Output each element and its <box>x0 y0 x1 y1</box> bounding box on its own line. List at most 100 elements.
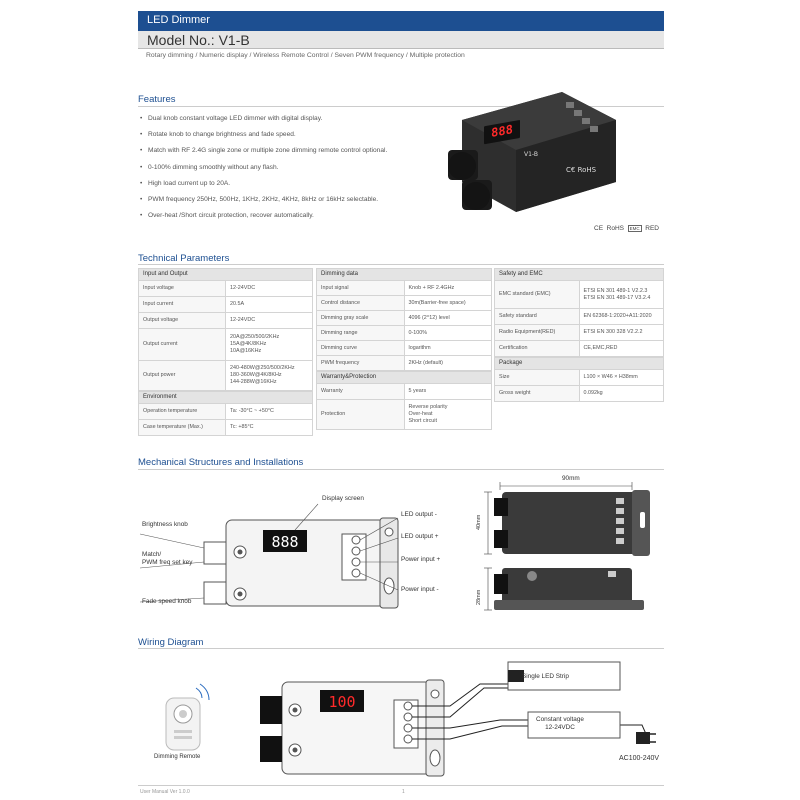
tech-params-title: Technical Parameters <box>138 253 230 264</box>
model-number: Model No.: V1-B <box>147 32 250 48</box>
param-label: Gross weight <box>494 385 580 402</box>
table-heading: Dimming data <box>316 268 492 281</box>
param-value: 5 years <box>403 383 492 400</box>
param-value: 30m(Barrier-free space) <box>403 295 492 311</box>
param-value: 0-100% <box>403 325 492 341</box>
label-led-output-neg: LED output - <box>401 511 437 518</box>
wiring-diagram: 100 <box>165 661 656 777</box>
param-label: Control distance <box>316 295 405 311</box>
product-photo: 888 C€ RoHS V1-B <box>448 92 616 212</box>
param-label: Output current <box>138 328 226 361</box>
table-row: EMC standard (EMC)ETSI EN 301 489-1 V2.2… <box>494 280 664 309</box>
param-value: EN 62368-1:2020+A11:2020 <box>578 308 664 325</box>
param-label: Input current <box>138 296 226 313</box>
param-value: logarithm <box>403 340 492 356</box>
feature-item: Dual knob constant voltage LED dimmer wi… <box>140 114 440 130</box>
param-value: L100 × W46 × H38mm <box>578 369 664 386</box>
param-label: Radio Equipment(RED) <box>494 324 580 341</box>
label-power-input-neg: Power input - <box>401 586 439 593</box>
param-label: PWM frequency <box>316 355 405 371</box>
param-label: Size <box>494 369 580 386</box>
wiring-divider <box>138 648 664 649</box>
label-single-led-strip: Single LED Strip <box>522 673 569 680</box>
param-value: Reverse polarity Over-heat Short circuit <box>403 399 492 430</box>
label-fade-knob: Fade speed knob <box>142 598 192 605</box>
certification-marks: CE RoHS EMC RED <box>594 225 659 232</box>
mechanical-divider <box>138 469 664 470</box>
label-width-dimension: 90mm <box>562 475 580 482</box>
tagline: Rotary dimming / Numeric display / Wirel… <box>146 52 465 59</box>
features-title: Features <box>138 94 176 105</box>
param-label: Input voltage <box>138 280 226 297</box>
param-value: ETSI EN 301 489-1 V2.2.3 ETSI EN 301 489… <box>578 280 664 309</box>
param-value: 2KHz (default) <box>403 355 492 371</box>
table-heading: Environment <box>138 391 313 404</box>
feature-item: Match with RF 2.4G single zone or multip… <box>140 146 440 162</box>
table-heading: Safety and EMC <box>494 268 664 281</box>
label-depth-dimension: 40mm <box>476 514 482 530</box>
footer-manual-version: User Manual Ver 1.0.0 <box>140 789 190 795</box>
table-row: Radio Equipment(RED)ETSI EN 300 328 V2.2… <box>494 324 664 341</box>
features-divider <box>138 106 664 107</box>
param-label: Safety standard <box>494 308 580 325</box>
feature-item: PWM frequency 250Hz, 500Hz, 1KHz, 2KHz, … <box>140 195 440 211</box>
wiring-title: Wiring Diagram <box>138 637 204 648</box>
param-label: Dimming gray scale <box>316 310 405 326</box>
dimension-views <box>484 482 650 611</box>
label-constant-voltage-psu: Constant voltage 12-24VDC <box>536 716 584 731</box>
param-label: Warranty <box>316 383 405 400</box>
table-heading: Input and Output <box>138 268 313 281</box>
table-row: Case temperature (Max.)Tc: +85°C <box>138 419 313 436</box>
param-value: CE,EMC,RED <box>578 340 664 357</box>
product-category-title: LED Dimmer <box>147 14 210 26</box>
emc-icon: EMC <box>627 225 642 232</box>
table-heading: Package <box>494 357 664 370</box>
rohs-mark: RoHS <box>606 225 624 232</box>
label-height-dimension: 28mm <box>476 589 482 605</box>
param-value: 20A@250/500/2KHz 15A@4K/8KHz 10A@16KHz <box>225 328 313 361</box>
label-dimming-remote: Dimming Remote <box>154 754 201 760</box>
param-label: Output voltage <box>138 312 226 329</box>
param-label: Output power <box>138 360 226 391</box>
feature-item: Rotate knob to change brightness and fad… <box>140 130 440 146</box>
mech-display-digits: 888 <box>271 533 298 551</box>
footer-divider <box>138 785 664 786</box>
features-list: Dual knob constant voltage LED dimmer wi… <box>140 114 440 227</box>
label-power-input-pos: Power input + <box>401 556 441 563</box>
tech-divider <box>138 264 664 265</box>
label-led-output-pos: LED output + <box>401 533 439 540</box>
label-ac-input: AC100-240V <box>619 755 660 762</box>
param-label: Input signal <box>316 280 405 296</box>
param-label: Operation temperature <box>138 403 226 420</box>
param-value: 12-24VDC <box>225 312 313 329</box>
feature-item: High load current up to 20A. <box>140 179 440 195</box>
label-brightness-knob: Brightness knob <box>142 521 188 528</box>
param-value: Knob + RF 2.4GHz <box>403 280 492 296</box>
param-value: ETSI EN 300 328 V2.2.2 <box>578 324 664 341</box>
param-value: 12-24VDC <box>225 280 313 297</box>
param-value: 4096 (2^12) level <box>403 310 492 326</box>
red-mark: RED <box>645 225 659 232</box>
footer-page-number: 1 <box>402 789 405 795</box>
